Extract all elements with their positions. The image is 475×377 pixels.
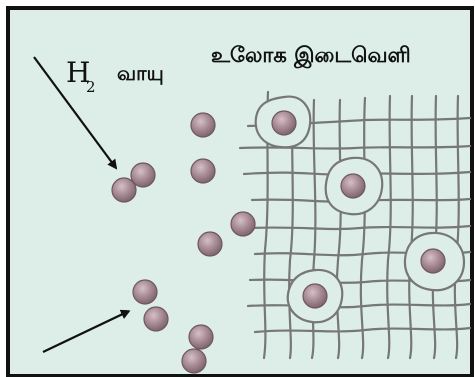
lattice-line-v3: [310, 98, 317, 360]
metal-gap-label: உலோக இடைவெளி: [211, 43, 411, 69]
hydrogen-atom-free-5: [230, 211, 256, 237]
diagram-panel: [6, 6, 474, 377]
absorption-arrow: [42, 309, 131, 353]
hydrogen-atom-free-9: [188, 324, 214, 350]
hydrogen-atom-free-1: [190, 112, 216, 138]
hydrogen-atom-trapped-4: [302, 283, 328, 309]
gas-word: வாயு: [117, 61, 164, 85]
trapped-atoms: [271, 110, 446, 309]
gas-subscript: 2: [86, 78, 96, 96]
hydrogen-atom-free-2: [190, 158, 216, 184]
lattice-line-h9: [253, 326, 472, 334]
gas-label: H 2 வாயு: [66, 56, 164, 96]
lattice-line-v4: [335, 98, 342, 360]
free-atoms: [111, 112, 256, 374]
hydrogen-atom-free-8: [143, 306, 169, 332]
hydrogen-atom-free-10: [181, 348, 207, 374]
hydrogen-atom-trapped-2: [340, 173, 366, 199]
hydrogen-atom-trapped-3: [420, 248, 446, 274]
hydrogen-atom-free-7: [132, 279, 158, 305]
hydrogen-atom-free-3: [111, 177, 137, 203]
hydrogen-atom-free-6: [197, 231, 223, 257]
hydrogen-atom-free-4: [130, 162, 156, 188]
gas-formula: H: [66, 56, 90, 89]
incoming-gas-arrow: [33, 56, 118, 170]
lattice-line-v5: [359, 96, 367, 360]
hydrogen-atom-trapped-1: [271, 110, 297, 136]
lattice-line-v6: [386, 94, 392, 360]
